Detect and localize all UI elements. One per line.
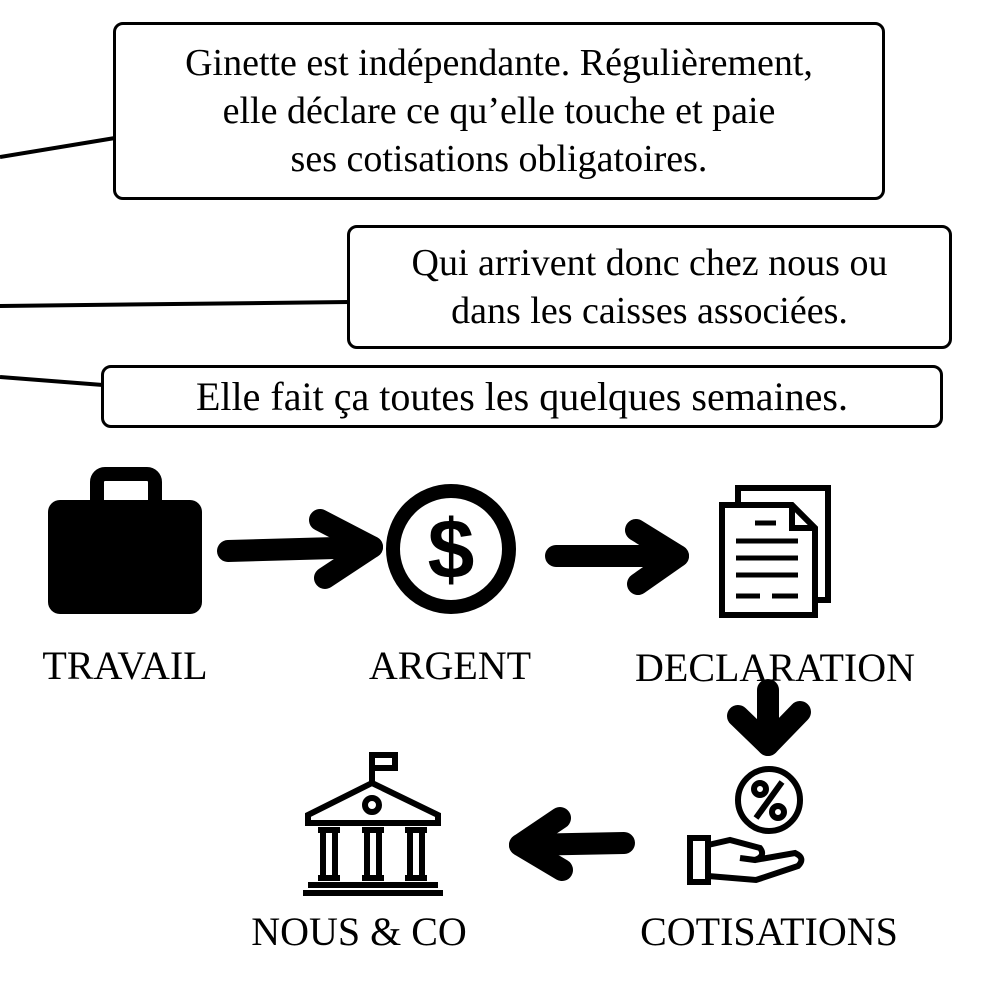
- arrow-left-icon: [509, 807, 635, 881]
- callout-line: Elle fait ça toutes les quelques semaine…: [195, 373, 848, 419]
- callout-box-1: Ginette est indépendante. Régulièrement,…: [113, 22, 885, 200]
- label-argent: ARGENT: [368, 643, 532, 688]
- callout-line: ses cotisations obligatoires.: [290, 138, 708, 180]
- arrow-down-icon: [727, 679, 811, 756]
- arrow-right-icon: [217, 509, 383, 589]
- label-declaration: DECLARATION: [635, 645, 915, 690]
- label-nous-et-co: NOUS & CO: [251, 909, 467, 954]
- callout-leader-2: [0, 300, 350, 308]
- label-travail: TRAVAIL: [42, 643, 208, 688]
- callout-leader-3: [0, 375, 104, 387]
- hand-percent-icon: [687, 766, 805, 885]
- label-cotisations: COTISATIONS: [640, 909, 898, 954]
- documents-icon: [719, 485, 831, 618]
- briefcase-icon: [48, 467, 202, 614]
- arrow-right-icon: [545, 519, 689, 595]
- callout-leader-1: [0, 136, 116, 159]
- dollar-coin-icon: $: [386, 484, 516, 614]
- callout-line: dans les caisses associées.: [451, 290, 848, 332]
- callout-box-3: Elle fait ça toutes les quelques semaine…: [101, 365, 943, 428]
- bank-building-icon: [303, 752, 443, 896]
- callout-line: Qui arrivent donc chez nous ou: [411, 242, 888, 284]
- callout-line: Ginette est indépendante. Régulièrement,: [185, 42, 813, 84]
- callout-box-2: Qui arrivent donc chez nous ou dans les …: [347, 225, 952, 349]
- svg-text:$: $: [428, 502, 475, 596]
- callout-line: elle déclare ce qu’elle touche et paie: [222, 90, 776, 132]
